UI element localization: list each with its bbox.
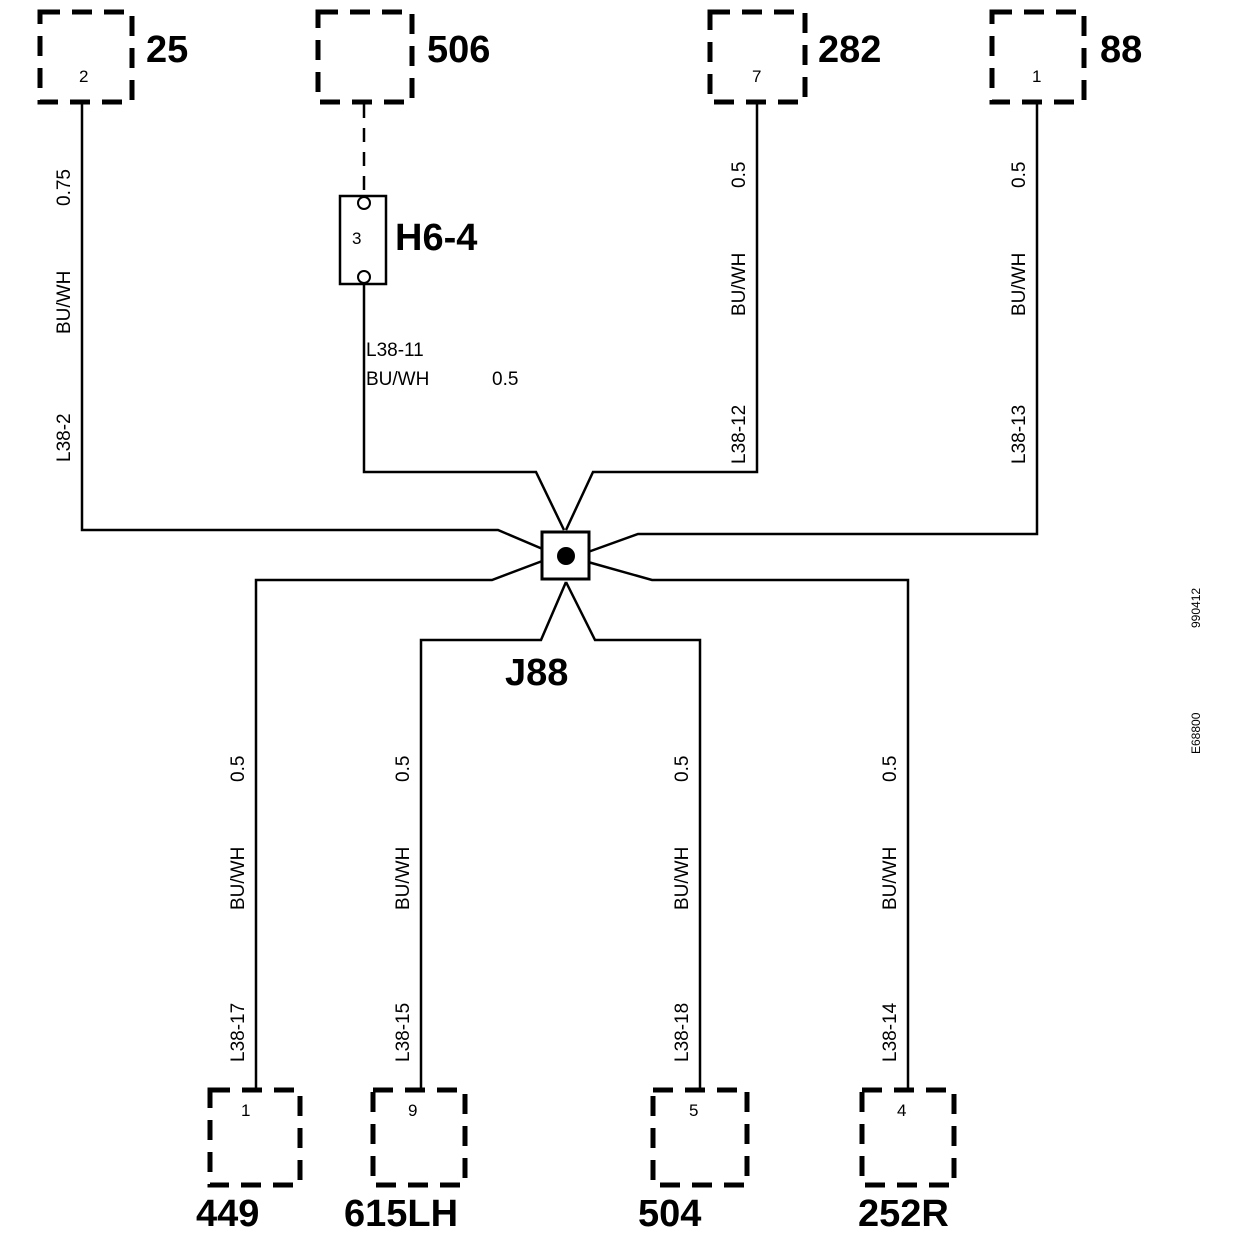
inline-connector-h6-4: 3 H6-4 <box>338 104 477 286</box>
margin-code-figure: E68800 <box>1189 712 1203 754</box>
h6-4-label: H6-4 <box>395 217 477 259</box>
wire-449-circuit: L38-17 <box>228 1003 249 1062</box>
connector-449-label: 449 <box>196 1193 259 1235</box>
connector-282-label: 282 <box>818 29 881 71</box>
connector-504-pin: 5 <box>689 1101 698 1120</box>
wire-25-circuit: L38-2 <box>54 413 75 462</box>
wire-504 <box>564 581 702 1090</box>
wire-449-color: BU/WH <box>228 847 249 910</box>
wire-504-color: BU/WH <box>672 847 693 910</box>
wire-615lh-circuit: L38-15 <box>393 1003 414 1062</box>
wire-88 <box>587 104 1039 554</box>
connector-506-box <box>315 9 415 105</box>
wire-615lh <box>419 581 568 1090</box>
connector-282-pin: 7 <box>752 67 761 86</box>
connector-252r: 4 252R <box>858 1087 957 1235</box>
wire-504-circuit: L38-18 <box>672 1003 693 1062</box>
connector-449: 1 449 <box>196 1087 303 1235</box>
wire-282-color: BU/WH <box>729 253 750 316</box>
wire-88-size: 0.5 <box>1009 162 1030 188</box>
h6-4-pin: 3 <box>352 229 361 248</box>
connector-25-pin: 2 <box>79 67 88 86</box>
wire-506-color: BU/WH <box>366 369 429 390</box>
wire-506 <box>362 284 566 531</box>
h6-4-terminal-top <box>357 196 371 210</box>
connector-504: 5 504 <box>638 1087 750 1235</box>
wire-449-size: 0.5 <box>228 756 249 782</box>
connector-504-box <box>650 1087 750 1188</box>
connector-25: 2 25 <box>37 9 188 105</box>
connector-449-box <box>207 1087 303 1188</box>
connector-252r-box <box>859 1087 957 1188</box>
connector-282-box <box>707 9 808 105</box>
wire-506-size: 0.5 <box>492 369 518 390</box>
connector-615lh: 9 615LH <box>344 1087 468 1235</box>
connector-88: 1 88 <box>989 9 1142 105</box>
wire-88-color: BU/WH <box>1009 253 1030 316</box>
wire-615lh-size: 0.5 <box>393 756 414 782</box>
wire-449 <box>254 558 546 1090</box>
connector-88-box <box>989 9 1087 105</box>
wire-615lh-color: BU/WH <box>393 847 414 910</box>
wire-88-circuit: L38-13 <box>1009 405 1030 464</box>
connector-282: 7 282 <box>707 9 881 105</box>
connector-25-label: 25 <box>146 29 188 71</box>
wire-252r-color: BU/WH <box>880 847 901 910</box>
wire-504-size: 0.5 <box>672 756 693 782</box>
connector-252r-pin: 4 <box>897 1101 906 1120</box>
h6-4-terminal-bottom <box>357 270 371 284</box>
margin-code-date: 990412 <box>1189 588 1203 628</box>
wire-25 <box>80 104 546 552</box>
connector-449-pin: 1 <box>241 1101 250 1120</box>
connector-88-pin: 1 <box>1032 67 1041 86</box>
wire-282-circuit: L38-12 <box>729 405 750 464</box>
splice-j88: J88 <box>505 530 591 694</box>
splice-label: J88 <box>505 652 568 694</box>
connector-504-label: 504 <box>638 1193 701 1235</box>
wire-506-circuit: L38-11 <box>366 340 424 361</box>
wire-25-color: BU/WH <box>54 271 75 334</box>
connector-88-label: 88 <box>1100 29 1142 71</box>
wire-282 <box>564 104 759 531</box>
connector-615lh-label: 615LH <box>344 1193 458 1235</box>
connector-615lh-pin: 9 <box>408 1101 417 1120</box>
connector-252r-label: 252R <box>858 1193 949 1235</box>
wire-252r-circuit: L38-14 <box>880 1002 901 1062</box>
wire-282-size: 0.5 <box>729 162 750 188</box>
splice-dot <box>557 547 575 565</box>
connector-615lh-box <box>370 1087 468 1188</box>
connector-25-box <box>37 9 135 105</box>
connector-506-label: 506 <box>427 29 490 71</box>
wire-25-size: 0.75 <box>54 169 75 206</box>
wire-252r-size: 0.5 <box>880 756 901 782</box>
connector-506: 506 <box>315 9 490 105</box>
wire-252r <box>587 560 910 1090</box>
